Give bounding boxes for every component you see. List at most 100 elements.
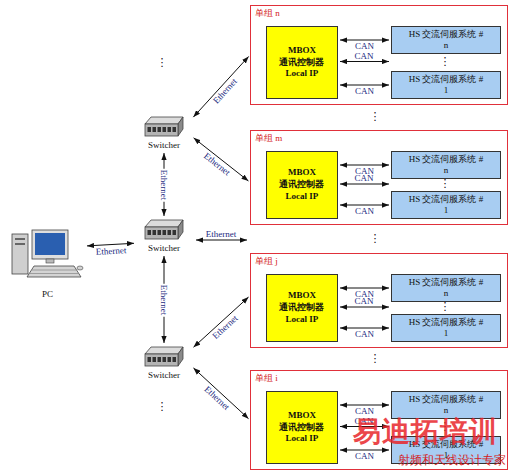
edge-group bbox=[87, 40, 389, 450]
can-wire bbox=[340, 307, 389, 308]
can-connector bbox=[340, 85, 389, 86]
bus-label: CAN bbox=[354, 173, 373, 183]
can-connector bbox=[340, 328, 389, 329]
servo-label: HS 交流伺服系统 # n bbox=[408, 154, 484, 176]
ethernet-connector bbox=[164, 153, 165, 216]
ethernet-wire bbox=[196, 240, 247, 241]
controller-box: MBOX 通讯控制器 Local IP bbox=[266, 391, 338, 464]
can-connector bbox=[340, 40, 389, 41]
switch-shape bbox=[144, 115, 184, 137]
ethernet-connector bbox=[87, 243, 134, 246]
can-wire bbox=[340, 426, 389, 427]
servo-label: HS 交流伺服系统 # 1 bbox=[408, 317, 484, 339]
computer: PC bbox=[10, 228, 85, 300]
connector-label: CAN bbox=[355, 206, 374, 216]
ellipsis-mark: ⋮ bbox=[440, 300, 451, 313]
network-switch: Switcher bbox=[136, 345, 192, 381]
computer-shape bbox=[10, 228, 85, 283]
servo-box: HS 交流伺服系统 # n bbox=[391, 274, 501, 302]
switch-label: Switcher bbox=[136, 140, 192, 151]
ethernet-connector bbox=[193, 297, 248, 347]
servo-label: HS 交流伺服系统 # n bbox=[408, 277, 484, 299]
ellipsis-mark: ⋮ bbox=[440, 177, 451, 190]
can-connector bbox=[340, 450, 389, 451]
network-switch: Switcher bbox=[136, 115, 192, 151]
bus-label: Ethernet bbox=[206, 229, 237, 239]
connector-label: CAN bbox=[355, 166, 374, 176]
controller-box: MBOX 通讯控制器 Local IP bbox=[266, 151, 338, 219]
group-frame: 单组 i MBOX 通讯控制器 Local IP HS 交流伺服系统 # n HS 交… bbox=[250, 370, 508, 470]
group-title: 单组 j bbox=[255, 255, 278, 268]
connector-label: Ethernet bbox=[211, 76, 239, 105]
switch-shape bbox=[144, 218, 184, 240]
ethernet-connector bbox=[164, 256, 165, 343]
ethernet-connector bbox=[194, 138, 249, 181]
switch-shape bbox=[144, 345, 184, 367]
can-connector bbox=[340, 405, 389, 406]
group-frame: 单组 n MBOX 通讯控制器 Local IP HS 交流伺服系统 # n HS 交… bbox=[250, 5, 508, 105]
connector-label: CAN bbox=[355, 406, 374, 416]
servo-label: HS 交流伺服系统 # 1 bbox=[408, 194, 484, 216]
controller-box: MBOX 通讯控制器 Local IP bbox=[266, 26, 338, 99]
controller-label: MBOX 通讯控制器 Local IP bbox=[277, 290, 327, 325]
connector-label: CAN bbox=[355, 41, 374, 51]
switch-icon bbox=[144, 115, 184, 137]
can-connector bbox=[340, 165, 389, 166]
ethernet-connector bbox=[193, 56, 248, 117]
bus-label: CAN bbox=[354, 296, 373, 306]
connector-label: Ethernet bbox=[210, 313, 239, 341]
can-connector bbox=[340, 205, 389, 206]
controller-label: MBOX 通讯控制器 Local IP bbox=[277, 167, 327, 202]
group-frame: 单组 j MBOX 通讯控制器 Local IP HS 交流伺服系统 # n HS 交… bbox=[250, 253, 508, 348]
controller-label: MBOX 通讯控制器 Local IP bbox=[277, 410, 327, 445]
can-wire bbox=[340, 184, 389, 185]
ellipsis-mark: ⋮ bbox=[370, 352, 381, 365]
ellipsis-mark: ⋮ bbox=[157, 56, 168, 69]
group-title: 单组 n bbox=[255, 7, 280, 20]
computer-label: PC bbox=[10, 289, 85, 300]
watermark: 易迪拓培训 bbox=[353, 416, 498, 448]
connector-label: Ethernet bbox=[95, 245, 126, 257]
controller-box: MBOX 通讯控制器 Local IP bbox=[266, 274, 338, 342]
watermark: 射频和天线设计专家 bbox=[398, 453, 506, 467]
connector-label: CAN bbox=[355, 329, 374, 339]
servo-box: HS 交流伺服系统 # n bbox=[391, 26, 501, 54]
servo-label: HS 交流伺服系统 # 1 bbox=[408, 74, 484, 96]
connector-label: CAN bbox=[355, 86, 374, 96]
servo-box: HS 交流伺服系统 # n bbox=[391, 151, 501, 179]
servo-box: HS 交流伺服系统 # 1 bbox=[391, 436, 501, 464]
computer-icon bbox=[10, 228, 85, 283]
switch-label: Switcher bbox=[136, 243, 192, 254]
controller-label: MBOX 通讯控制器 Local IP bbox=[277, 45, 327, 80]
switch-icon bbox=[144, 218, 184, 240]
can-connector bbox=[340, 288, 389, 289]
servo-box: HS 交流伺服系统 # n bbox=[391, 391, 501, 419]
ethernet-connector bbox=[193, 368, 248, 419]
ellipsis-mark: ⋮ bbox=[440, 420, 451, 433]
connector-label: CAN bbox=[355, 451, 374, 461]
servo-box: HS 交流伺服系统 # 1 bbox=[391, 71, 501, 99]
servo-label: HS 交流伺服系统 # 1 bbox=[408, 439, 484, 461]
servo-label: HS 交流伺服系统 # n bbox=[408, 29, 484, 51]
servo-label: HS 交流伺服系统 # n bbox=[408, 394, 484, 416]
servo-box: HS 交流伺服系统 # 1 bbox=[391, 314, 501, 342]
can-wire bbox=[340, 61, 389, 62]
ellipsis-mark: ⋮ bbox=[440, 55, 451, 68]
bus-label: CAN bbox=[354, 416, 373, 426]
group-title: 单组 i bbox=[255, 372, 278, 385]
group-title: 单组 m bbox=[255, 132, 282, 145]
connector-label: Ethernet bbox=[159, 283, 169, 316]
connector-label: Ethernet bbox=[202, 384, 231, 412]
switch-label: Switcher bbox=[136, 370, 192, 381]
switch-icon bbox=[144, 345, 184, 367]
bus-label: CAN bbox=[354, 51, 373, 61]
connector-label: CAN bbox=[355, 289, 374, 299]
network-switch: Switcher bbox=[136, 218, 192, 254]
group-frame: 单组 m MBOX 通讯控制器 Local IP HS 交流伺服系统 # n HS 交… bbox=[250, 130, 508, 225]
ellipsis-mark: ⋮ bbox=[370, 110, 381, 123]
connector-label: Ethernet bbox=[159, 168, 169, 201]
